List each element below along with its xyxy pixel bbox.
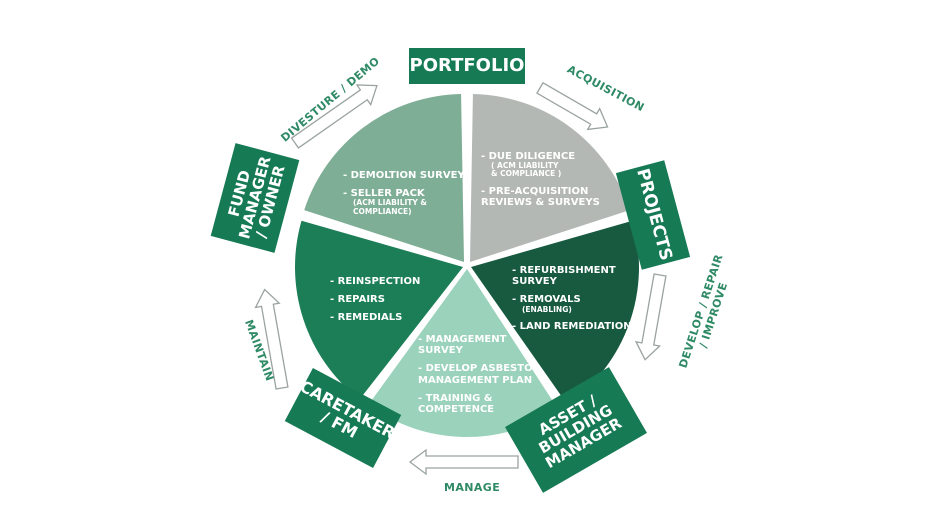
segment-maintain (294, 220, 463, 400)
role-portfolio-label: PORTFOLIO (409, 54, 525, 76)
segment-item: - REFURBISHMENT (512, 265, 616, 276)
segment-item: - PRE-ACQUISITION (481, 185, 589, 197)
segment-acquisition (470, 94, 630, 262)
segment-item-note: COMPLIANCE) (353, 206, 412, 216)
item-gap (418, 386, 540, 393)
segment-item: - SELLER PACK (343, 188, 425, 200)
segment-item-note: (ACM LIABILITY & (353, 198, 427, 208)
segment-text-maintain: - REINSPECTION - REPAIRS - REMEDIALS (330, 276, 420, 324)
segment-portfolio-exit (304, 94, 464, 262)
cycle-arrows (254, 81, 667, 476)
segment-item: - REMOVALS (512, 294, 581, 306)
item-gap (330, 305, 420, 312)
segment-text-portfolio-exit: - DEMOLTION SURVEY - SELLER PACK(ACM LIAB… (343, 170, 465, 216)
segment-item: REVIEWS & SURVEYS (481, 196, 600, 208)
segment-item: - DEVELOP ASBESTOS (418, 363, 540, 375)
segment-item: MANAGEMENT PLAN (418, 374, 533, 386)
segment-projects (471, 220, 639, 405)
segment-item-note: & COMPLIANCE ) (491, 169, 562, 179)
stage-manage: MANAGE (444, 481, 501, 494)
segment-text-acquisition: - DUE DILIGENCE( ACM LIABILITY& COMPLIAN… (481, 151, 600, 208)
pie-segments (294, 94, 639, 437)
segment-item: - LAND REMEDIATION (512, 320, 632, 332)
segment-item: SURVEY (512, 276, 557, 288)
arrow-acquisition-icon (536, 81, 609, 131)
segment-item: COMPETENCE (418, 403, 495, 415)
segment-item: - REPAIRS (330, 294, 385, 306)
segment-item: - TRAINING & (418, 392, 493, 404)
segment-item-note: ( ACM LIABILITY (491, 161, 559, 171)
arrow-maintain-icon (254, 288, 289, 390)
item-gap (512, 287, 632, 294)
role-portfolio: PORTFOLIO (409, 48, 525, 84)
segment-item: - DEMOLTION SURVEY (343, 170, 465, 181)
item-gap (481, 179, 600, 186)
segment-item-note: (ENABLING) (522, 304, 572, 314)
item-gap (330, 287, 420, 294)
item-gap (343, 181, 465, 188)
segment-building-manager (368, 269, 559, 437)
arrow-manage-icon (408, 448, 519, 476)
item-gap (418, 356, 540, 363)
role-projects-label: PROJECTS (632, 166, 676, 263)
segment-item: - REINSPECTION (330, 276, 421, 287)
segment-item: - MANAGEMENT (418, 334, 507, 345)
segment-item: - REMEDIALS (330, 312, 403, 324)
arrow-divesture-icon (290, 84, 378, 149)
arrow-develop-icon (634, 273, 667, 361)
segment-item: - DUE DILIGENCE (481, 151, 576, 162)
item-gap (512, 314, 632, 321)
segment-item: SURVEY (418, 345, 463, 357)
